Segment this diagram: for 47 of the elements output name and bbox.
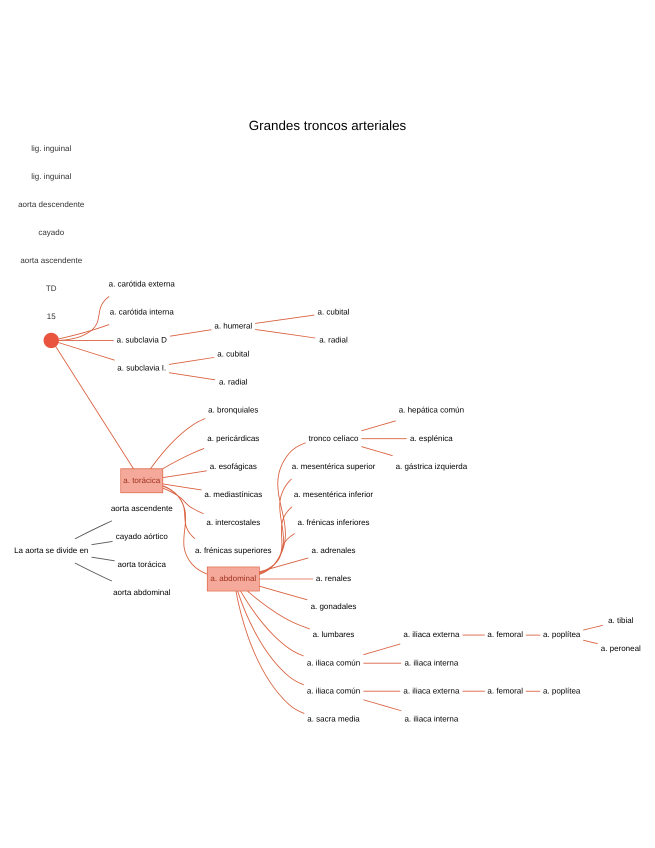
connector (362, 690, 401, 692)
connector (259, 578, 314, 580)
connector (246, 590, 310, 630)
connector (162, 486, 196, 540)
connector (259, 478, 292, 575)
connector (162, 488, 204, 514)
connector (235, 590, 305, 714)
connector (162, 484, 202, 490)
connector (170, 329, 212, 337)
connector (91, 556, 116, 562)
connector (237, 590, 304, 686)
connector (258, 533, 296, 574)
diagram-title: Grandes troncos arteriales (248, 118, 406, 134)
connector (168, 356, 215, 365)
connector (58, 296, 110, 341)
connector (462, 690, 486, 692)
connector (58, 324, 110, 340)
connector (582, 624, 604, 630)
connector (168, 372, 216, 380)
connector (254, 314, 315, 324)
connector (462, 634, 486, 636)
connector (362, 699, 402, 712)
connector (360, 438, 408, 440)
connector (525, 634, 541, 636)
connector (259, 586, 308, 600)
connector (259, 506, 292, 574)
connector (240, 590, 304, 656)
connector (150, 418, 206, 470)
connector (582, 640, 598, 644)
connector (259, 557, 309, 572)
connector (362, 662, 402, 664)
connector (360, 420, 396, 432)
connector (74, 520, 112, 540)
connector (55, 346, 134, 470)
node-heart (44, 332, 59, 348)
connector (254, 329, 316, 338)
connector (362, 644, 401, 656)
connector (58, 342, 116, 361)
connector (74, 562, 112, 582)
connector (91, 540, 113, 546)
connector (525, 690, 541, 692)
connector (360, 446, 394, 456)
connector (259, 442, 306, 575)
connector (162, 470, 208, 478)
connector (162, 448, 205, 470)
connector (162, 485, 208, 575)
connector (58, 340, 114, 341)
